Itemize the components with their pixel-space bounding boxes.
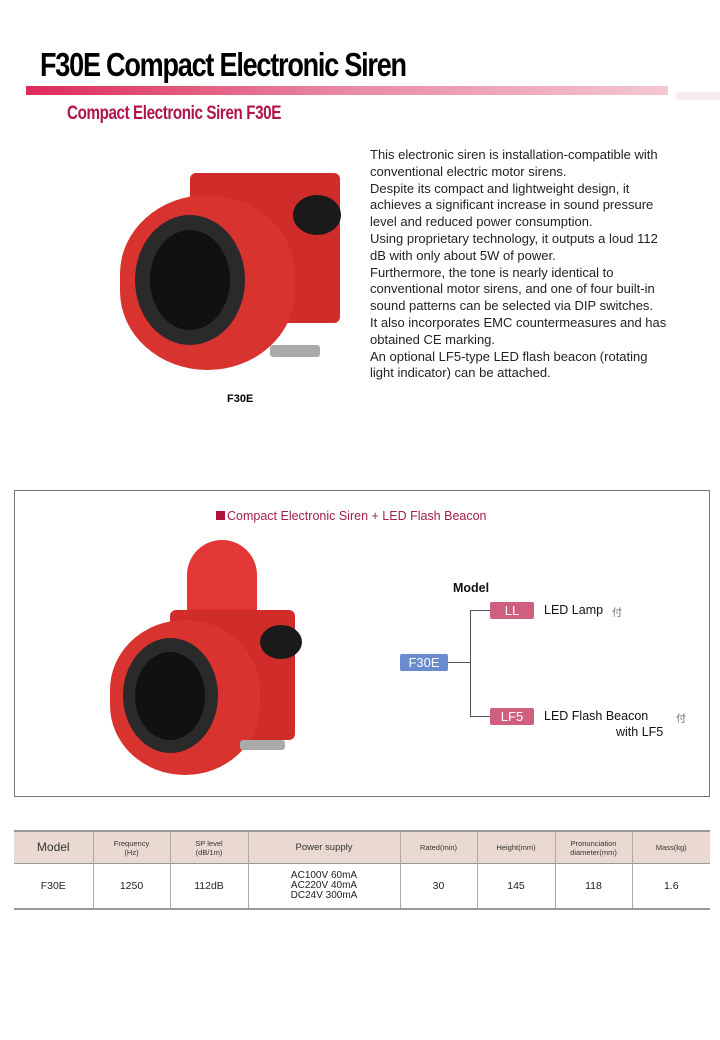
page-title: F30E Compact Electronic Siren bbox=[40, 46, 407, 83]
tree-line bbox=[470, 716, 490, 717]
header-height: Height(mm) bbox=[477, 831, 556, 864]
option-tag-ll: LL bbox=[490, 602, 534, 619]
cell-sp-level: 112dB bbox=[170, 863, 249, 910]
header-diameter: Pronunciation diameter(mm) bbox=[555, 831, 633, 864]
option-tag-lf5: LF5 bbox=[490, 708, 534, 725]
power-line: AC220V 40mA bbox=[290, 880, 358, 891]
cell-model: F30E bbox=[14, 863, 94, 910]
power-line: AC100V 60mA bbox=[290, 870, 358, 881]
title-underline bbox=[26, 86, 668, 95]
description-para: Furthermore, the tone is nearly identica… bbox=[370, 264, 655, 314]
section-subtitle: Compact Electronic Siren F30E bbox=[67, 103, 281, 124]
tree-line bbox=[448, 662, 470, 663]
square-bullet-icon bbox=[216, 511, 225, 520]
option-label-ll: LED Lamp bbox=[544, 603, 604, 617]
description-para: This electronic siren is installation-co… bbox=[370, 147, 658, 179]
header-model: Model bbox=[14, 831, 94, 864]
option-mark: 付 bbox=[676, 714, 686, 725]
option-heading-text: Compact Electronic Siren + LED Flash Bea… bbox=[227, 509, 487, 523]
header-sp-level: SP level (dB/1m) bbox=[170, 831, 249, 864]
tree-line bbox=[470, 610, 471, 716]
tree-line bbox=[470, 610, 490, 611]
header-rated: Rated(min) bbox=[400, 831, 478, 864]
option-box bbox=[14, 490, 710, 797]
model-label: Model bbox=[453, 581, 490, 595]
spec-table: Model Frequency (Hz) SP level (dB/1m) Po… bbox=[14, 830, 710, 910]
option-mark: 付 bbox=[612, 608, 622, 619]
header-power: Power supply bbox=[248, 831, 401, 864]
header-frequency: Frequency (Hz) bbox=[93, 831, 171, 864]
option-label-lf5: LED Flash Beacon bbox=[544, 709, 649, 723]
description-para: It also incorporates EMC countermeasures… bbox=[370, 314, 667, 347]
cell-mass: 1.6 bbox=[632, 863, 710, 910]
description-para: An optional LF5-type LED flash beacon (r… bbox=[370, 348, 648, 381]
option-box-heading: Compact Electronic Siren + LED Flash Bea… bbox=[216, 509, 487, 523]
siren-image bbox=[105, 165, 365, 370]
cell-height: 145 bbox=[477, 863, 556, 910]
power-line: DC24V 300mA bbox=[290, 890, 358, 901]
cell-power: AC100V 60mA AC220V 40mA DC24V 300mA bbox=[248, 863, 401, 910]
model-root-tag: F30E bbox=[400, 654, 448, 671]
cell-frequency: 1250 bbox=[93, 863, 171, 910]
description: This electronic siren is installation-co… bbox=[370, 147, 670, 382]
siren-with-beacon-image bbox=[105, 540, 315, 780]
header-mass: Mass(kg) bbox=[632, 831, 710, 864]
table-row: F30E 1250 112dB AC100V 60mA AC220V 40mA … bbox=[14, 863, 710, 910]
option-sublabel-lf5: with LF5 bbox=[616, 725, 664, 739]
underline-fade bbox=[676, 92, 720, 100]
cell-rated: 30 bbox=[400, 863, 478, 910]
description-para: Despite its compact and lightweight desi… bbox=[370, 180, 654, 230]
description-para: Using proprietary technology, it outputs… bbox=[370, 230, 658, 263]
image-caption: F30E bbox=[227, 393, 254, 405]
cell-diameter: 118 bbox=[555, 863, 633, 910]
